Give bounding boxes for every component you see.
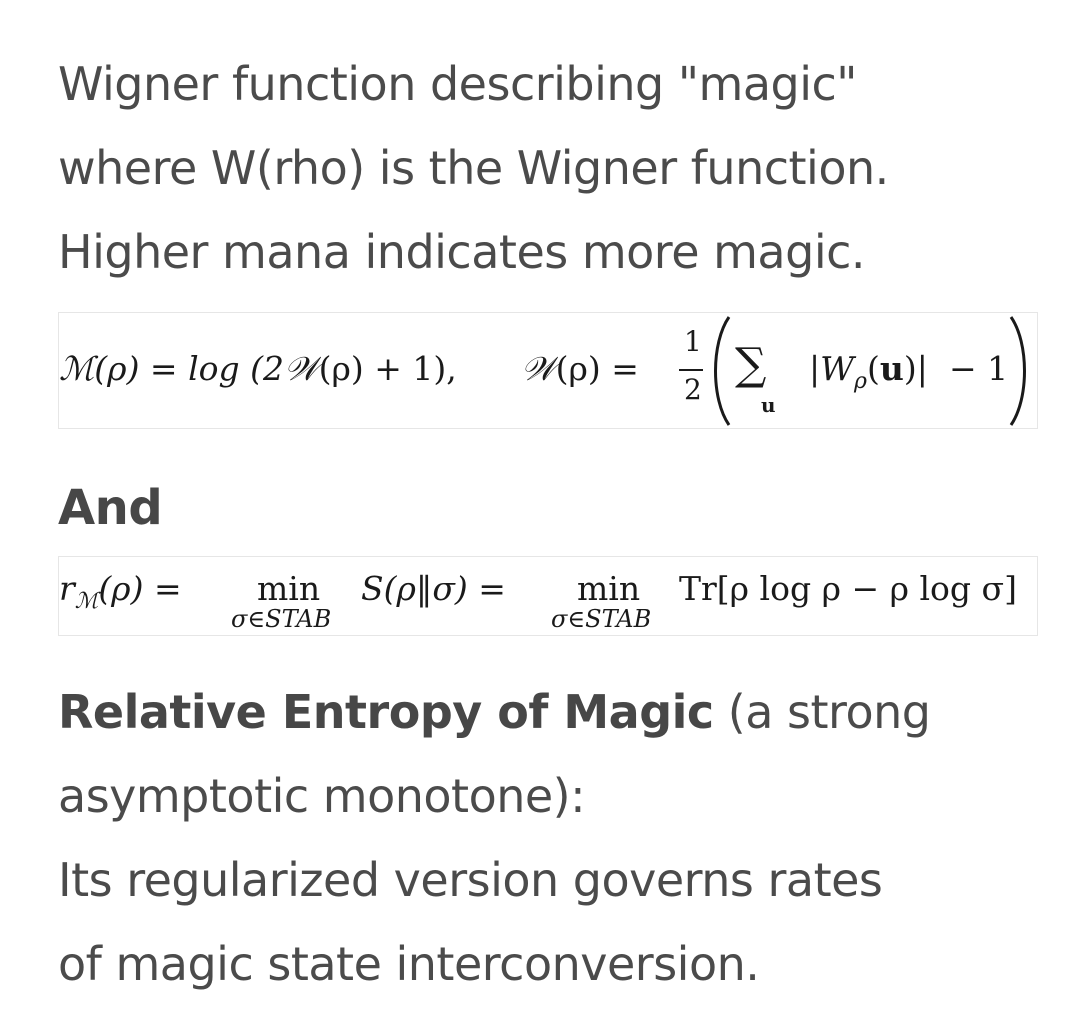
- abs-arg-bold: u: [879, 349, 904, 388]
- summation-icon: ∑: [735, 339, 767, 390]
- mana-log-close: (ρ) + 1),: [318, 349, 457, 388]
- intro-line-2: where W(rho) is the Wigner function.: [58, 141, 889, 195]
- abs-arg-close: )|: [903, 349, 928, 388]
- wigner-negativity-arg: (ρ) =: [555, 349, 639, 388]
- mana-symbol: ℳ: [59, 349, 95, 388]
- mana-log-expression: (ρ) = log (2: [94, 349, 284, 388]
- relative-entropy-equation: rℳ(ρ) = min σ∈STAB S(ρ‖σ) = min σ∈STAB T…: [58, 556, 1038, 636]
- rem-paragraph: Relative Entropy of Magic (a strong asym…: [58, 670, 1048, 1006]
- fraction-numerator: 1: [684, 325, 702, 358]
- minus-one: − 1: [949, 349, 1009, 388]
- and-heading: And: [58, 480, 163, 536]
- intro-line-3: Higher mana indicates more magic.: [58, 225, 866, 279]
- min-operator-2: min: [577, 569, 641, 608]
- min-subscript-1: σ∈STAB: [231, 605, 332, 633]
- trace-expression: Tr[ρ log ρ − ρ log σ]: [679, 569, 1017, 608]
- rem-arg: (ρ) =: [98, 569, 182, 608]
- fraction-denominator: 2: [684, 373, 702, 406]
- rem-subscript: ℳ: [74, 589, 99, 614]
- rem-symbol: r: [59, 569, 75, 608]
- summation-subscript: u: [761, 393, 776, 417]
- rem-line-4: of magic state interconversion.: [58, 937, 760, 991]
- rem-line-2: asymptotic monotone):: [58, 769, 586, 823]
- left-paren-icon: [714, 316, 731, 426]
- rem-line-3: Its regularized version governs rates: [58, 853, 883, 907]
- abs-subscript: ρ: [854, 369, 867, 394]
- abs-open: |W: [809, 349, 855, 388]
- relative-entropy-term: S(ρ‖σ) =: [361, 569, 506, 608]
- wigner-abs-term: |Wρ(u)|: [809, 349, 928, 394]
- rem-line-1: Relative Entropy of Magic (a strong: [58, 670, 1048, 754]
- intro-paragraph: Wigner function describing "magic" where…: [58, 42, 1048, 294]
- rem-bold-term: Relative Entropy of Magic: [58, 685, 714, 739]
- min-subscript-2: σ∈STAB: [551, 605, 652, 633]
- wigner-negativity-lhs: 𝒲(ρ) =: [521, 349, 639, 389]
- intro-line-1: Wigner function describing "magic": [58, 57, 857, 111]
- min-operator-1: min: [257, 569, 321, 608]
- mana-equation: ℳ(ρ) = log (2𝒲(ρ) + 1), 𝒲(ρ) = 1 2 ∑ u |…: [58, 312, 1038, 429]
- wigner-negativity-symbol: 𝒲: [283, 349, 319, 388]
- mana-lhs: ℳ(ρ) = log (2𝒲(ρ) + 1),: [59, 349, 457, 389]
- fraction-bar: [679, 369, 703, 371]
- rem-line-1-rest: (a strong: [713, 685, 931, 739]
- wigner-negativity-rhs-symbol: 𝒲: [521, 349, 556, 388]
- abs-arg-open: (: [866, 349, 880, 388]
- rem-lhs: rℳ(ρ) =: [59, 569, 182, 614]
- right-paren-icon: [1009, 316, 1026, 426]
